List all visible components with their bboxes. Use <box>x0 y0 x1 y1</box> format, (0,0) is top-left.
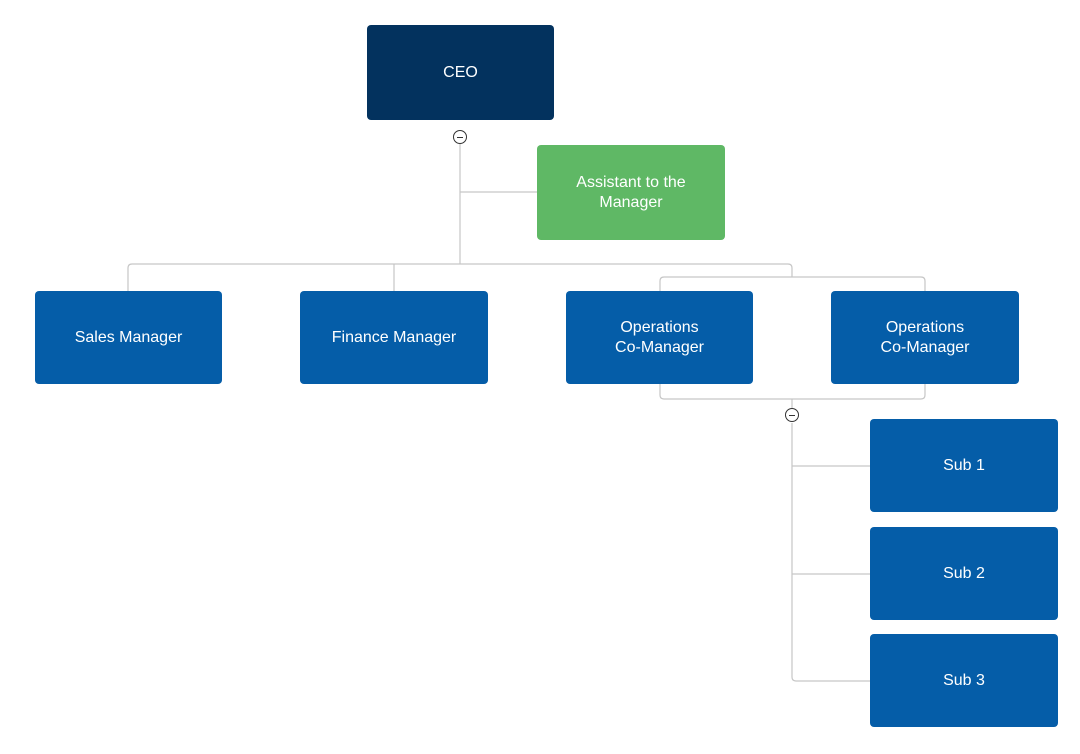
ceo-collapse-icon[interactable] <box>453 130 467 144</box>
operations-co-manager-label-1: Operations Co-Manager <box>615 318 704 356</box>
sub-3-node[interactable]: Sub 3 <box>870 634 1058 727</box>
finance-manager-label: Finance Manager <box>331 328 457 346</box>
assistant-node[interactable]: Assistant to the Manager <box>537 145 725 240</box>
ceo-node[interactable]: CEO <box>367 25 554 120</box>
assistant-label: Assistant to the Manager <box>576 173 686 211</box>
co-manager-bracket-top <box>659 276 926 291</box>
managers-bus-line <box>127 263 793 291</box>
operations-co-manager-node-1[interactable]: Operations Co-Manager <box>566 291 753 384</box>
sub-2-node[interactable]: Sub 2 <box>870 527 1058 620</box>
subs-trunk-line <box>791 423 870 682</box>
operations-co-manager-node-2[interactable]: Operations Co-Manager <box>831 291 1019 384</box>
finance-manager-node[interactable]: Finance Manager <box>300 291 488 384</box>
sales-manager-label: Sales Manager <box>74 328 183 346</box>
operations-collapse-icon[interactable] <box>785 408 799 422</box>
sub-1-node[interactable]: Sub 1 <box>870 419 1058 512</box>
sub-3-label: Sub 3 <box>943 671 985 689</box>
sales-manager-node[interactable]: Sales Manager <box>35 291 222 384</box>
sub-2-label: Sub 2 <box>943 564 985 582</box>
operations-co-manager-label-2: Operations Co-Manager <box>880 318 970 356</box>
sub-1-label: Sub 1 <box>943 456 985 474</box>
co-manager-bracket-bottom <box>659 384 926 400</box>
ceo-label: CEO <box>443 63 478 81</box>
